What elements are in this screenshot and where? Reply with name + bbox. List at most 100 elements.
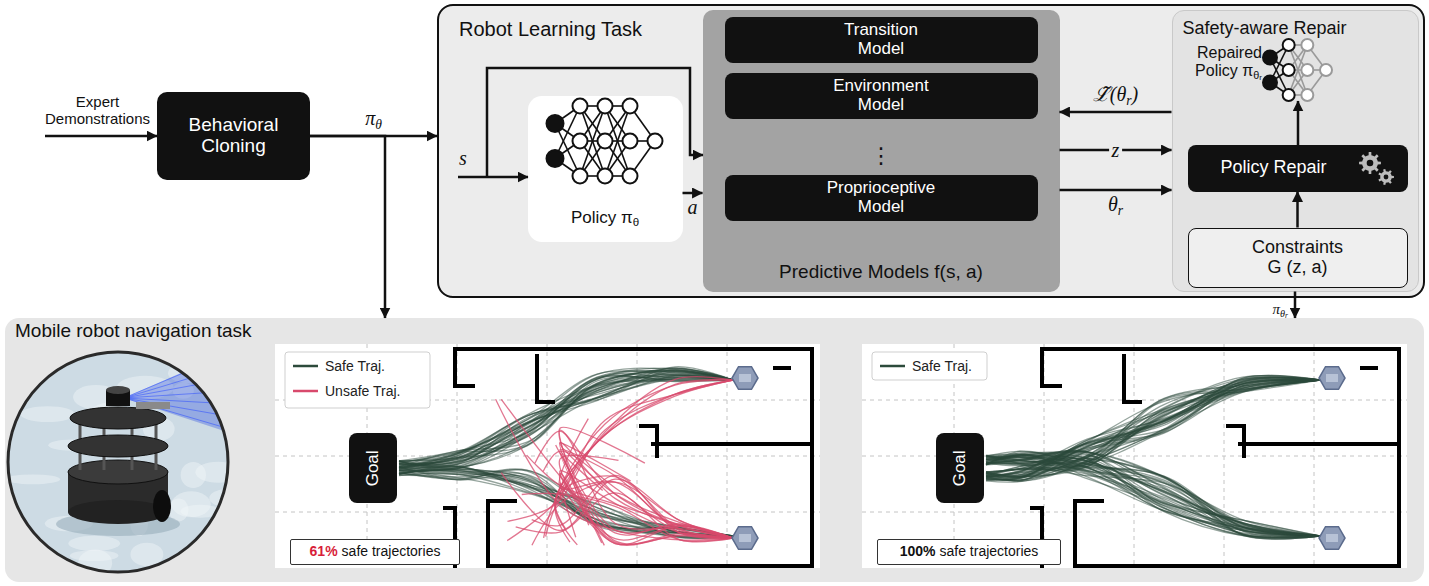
safe-trajectory	[986, 459, 1320, 536]
legend-text: Unsafe Traj.	[325, 383, 400, 399]
drawing-part	[622, 168, 637, 183]
text-run: a	[688, 196, 698, 218]
drawing-part	[136, 402, 170, 409]
drawing-part	[1319, 527, 1345, 550]
network-links	[1270, 45, 1326, 95]
connector-arrow	[1060, 189, 1172, 192]
output-label: Repaired Policy πθr	[1178, 44, 1262, 81]
trajectories	[986, 375, 1320, 539]
node-label: safe trajectories	[939, 544, 1038, 559]
text-run: Robot Learning Task	[459, 18, 642, 40]
drawing-part	[68, 435, 168, 457]
task-panel: Robot Learning TaskPolicy πθ Predictive M…	[437, 4, 1425, 298]
safe-trajectory	[399, 374, 733, 467]
unsafe-trajectory	[560, 471, 733, 538]
safe-trajectory	[986, 452, 1320, 536]
safe-trajectory	[399, 371, 733, 469]
drawing-part	[597, 98, 612, 113]
text-run: Behavioral Cloning	[189, 114, 279, 156]
robot-marker	[732, 367, 758, 390]
wall	[1042, 384, 1060, 388]
node-label: Goal	[951, 450, 970, 486]
unsafe-trajectory	[546, 377, 733, 537]
wall	[1042, 349, 1399, 566]
drawing-part	[5, 474, 60, 484]
safe-trajectory	[986, 450, 1320, 538]
text-run: Goal	[950, 450, 969, 486]
map-walls	[445, 349, 812, 566]
edge-label: ℒ̃(θr)	[1093, 84, 1138, 104]
safe-trajectory	[399, 376, 733, 469]
drawing-part	[181, 462, 206, 488]
safe-trajectory	[986, 459, 1320, 536]
unsafe-trajectory	[559, 455, 733, 544]
drawing-part	[1282, 89, 1294, 101]
signal-label: s	[459, 147, 467, 170]
safe-trajectory	[986, 451, 1320, 538]
wall	[455, 349, 812, 566]
wall	[537, 356, 553, 402]
text-run: safe trajectories	[342, 543, 441, 559]
network-neurons	[546, 98, 662, 183]
drawing-part	[546, 115, 563, 132]
edge-label: a	[688, 197, 698, 217]
process-box: Policy Repair	[1188, 145, 1408, 192]
drawing-part	[546, 150, 563, 167]
drawing-part	[1320, 64, 1332, 76]
text-run: Policy π	[571, 208, 633, 227]
legend-sample	[293, 365, 318, 368]
node-label: Proprioceptive Model	[827, 179, 936, 216]
drawing-part	[622, 98, 637, 113]
drawing-part	[106, 386, 130, 394]
unsafe-trajectory	[555, 380, 733, 545]
robot-marker	[1319, 367, 1345, 390]
safe-trajectory	[986, 456, 1320, 537]
drawing-part	[739, 374, 751, 382]
legend-text: Safe Traj.	[912, 358, 972, 374]
safe-trajectory	[986, 452, 1320, 536]
drawing-part	[1282, 64, 1294, 76]
wall	[1228, 426, 1244, 456]
grid-lines	[275, 344, 820, 568]
drawing-part	[169, 499, 189, 522]
safe-trajectory	[986, 456, 1320, 536]
wall	[641, 426, 657, 456]
drawing-part	[1301, 39, 1313, 51]
text-run: θ	[1280, 307, 1285, 318]
text-run: safe trajectories	[939, 543, 1038, 559]
node-label: Constraints G (z, a)	[1248, 238, 1348, 278]
policy-box: Policy πθ	[528, 96, 683, 242]
safe-trajectory	[399, 375, 733, 461]
text-run: r	[1118, 203, 1123, 218]
drawing-part	[572, 133, 587, 148]
safe-trajectory	[986, 455, 1320, 536]
drawing-part	[124, 352, 233, 398]
text-run: Predictive Models f(s, a)	[779, 261, 983, 282]
safe-trajectory	[399, 371, 733, 468]
text-run: Mobile robot navigation task	[15, 320, 252, 341]
node-label: 100%	[900, 544, 936, 559]
drawing-part	[197, 360, 244, 377]
edge-label: πθ	[365, 108, 382, 128]
safe-trajectory	[986, 457, 1320, 539]
safe-trajectory	[986, 457, 1320, 536]
drawing-part	[5, 345, 32, 366]
safe-trajectory	[986, 456, 1320, 536]
input-label: Expert Demonstrations	[40, 93, 155, 128]
result-box: 100%safe trajectories	[877, 539, 1061, 564]
wall	[653, 442, 812, 446]
safe-trajectory	[399, 375, 733, 467]
network-links	[555, 106, 655, 176]
drawing-part	[622, 133, 637, 148]
safe-trajectory	[986, 455, 1320, 536]
drawing-part	[124, 378, 233, 398]
legend-box	[872, 352, 987, 380]
text-run: r	[1259, 73, 1262, 82]
drawing-part	[1319, 367, 1345, 390]
text-run: Expert Demonstrations	[45, 93, 150, 127]
safe-trajectory	[986, 451, 1320, 539]
safe-trajectory	[399, 372, 733, 461]
task-panel: Mobile robot navigation taskGoal61%safe …	[5, 318, 1424, 582]
text-run: r	[1126, 93, 1131, 108]
